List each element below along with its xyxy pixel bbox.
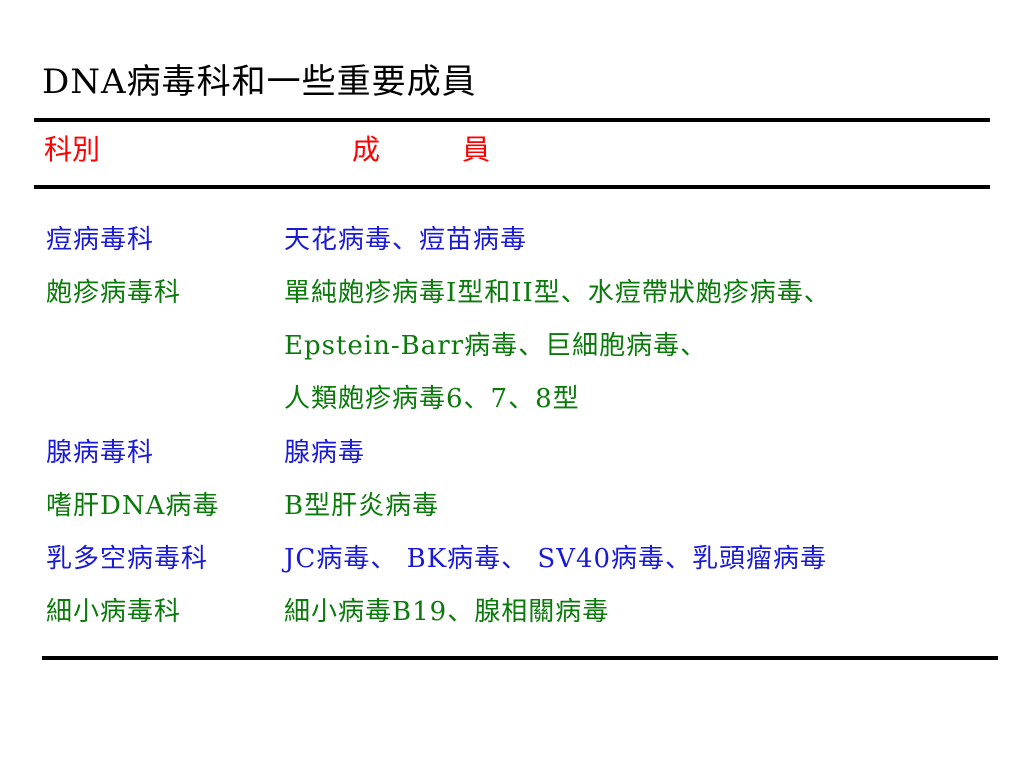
- row-family: 細小病毒科: [46, 597, 182, 627]
- table-row: 痘病毒科 天花病毒、痘苗病毒: [0, 214, 1024, 267]
- row-family: 嗜肝DNA病毒: [46, 491, 220, 521]
- table-top-rule: [34, 118, 990, 122]
- table-row: 腺病毒科 腺病毒: [0, 427, 1024, 480]
- row-members: JC病毒、 BK病毒、 SV40病毒、乳頭瘤病毒: [284, 544, 828, 574]
- row-members: 單純皰疹病毒I型和II型、水痘帶狀皰疹病毒、: [284, 278, 831, 308]
- table-row: 細小病毒科 細小病毒B19、腺相關病毒: [0, 586, 1024, 639]
- header-members: 成員: [352, 133, 573, 166]
- slide-title: DNA病毒科和一些重要成員: [42, 62, 477, 102]
- row-family: 痘病毒科: [46, 225, 155, 255]
- table-row: Epstein-Barr病毒、巨細胞病毒、: [0, 320, 1024, 373]
- row-members: B型肝炎病毒: [284, 491, 440, 521]
- row-members: Epstein-Barr病毒、巨細胞病毒、: [284, 331, 708, 361]
- header-family: 科別: [44, 133, 101, 166]
- table-bottom-rule: [42, 656, 998, 660]
- row-family: 皰疹病毒科: [46, 278, 182, 308]
- row-members: 細小病毒B19、腺相關病毒: [284, 597, 610, 627]
- table-row: 皰疹病毒科 單純皰疹病毒I型和II型、水痘帶狀皰疹病毒、: [0, 267, 1024, 320]
- table-row: 嗜肝DNA病毒 B型肝炎病毒: [0, 480, 1024, 533]
- row-members: 人類皰疹病毒6、7、8型: [284, 384, 580, 414]
- table-header-rule: [34, 185, 990, 189]
- table-row: 乳多空病毒科 JC病毒、 BK病毒、 SV40病毒、乳頭瘤病毒: [0, 533, 1024, 586]
- row-family: 腺病毒科: [46, 438, 155, 468]
- table-row: 人類皰疹病毒6、7、8型: [0, 373, 1024, 426]
- row-family: 乳多空病毒科: [46, 544, 209, 574]
- row-members: 腺病毒: [284, 438, 366, 468]
- row-members: 天花病毒、痘苗病毒: [284, 225, 528, 255]
